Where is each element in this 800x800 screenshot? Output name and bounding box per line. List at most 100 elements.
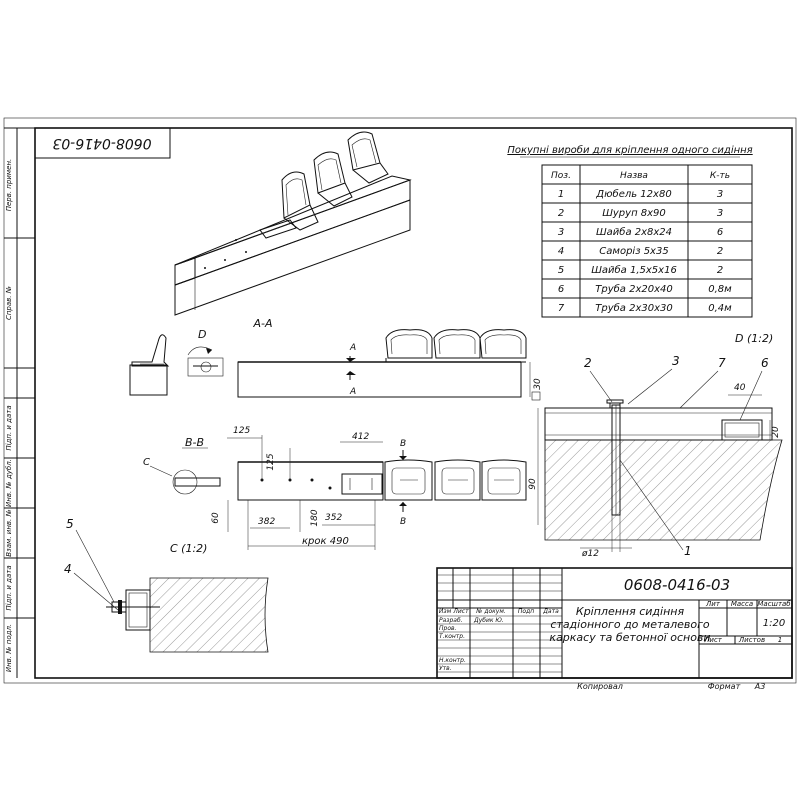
strip-vzam-inv: Взам. инв. № (5, 509, 13, 557)
cut-b-bottom: В (400, 517, 406, 527)
table-cell: 2 (717, 265, 723, 276)
table-cell: Дюбель 12x80 (595, 188, 671, 200)
isometric-view (174, 131, 412, 316)
table-header-cell: Поз. (551, 171, 571, 181)
table-cell: 0,4м (708, 303, 732, 314)
callout-3: 3 (672, 354, 680, 368)
table-cell: 6 (558, 284, 564, 295)
tb-nkontr: Н.контр. (439, 657, 466, 664)
table-cell: 4 (558, 246, 564, 257)
callout-4: 4 (64, 562, 72, 576)
strip-inv-podl: Инв. № подл. (5, 624, 13, 672)
table-cell: 0,8м (708, 284, 732, 295)
table-cell: 3 (717, 189, 723, 200)
tb-scale: 1:20 (763, 618, 785, 629)
dim-90: 90 (528, 478, 538, 490)
callout-1: 1 (684, 544, 692, 558)
strip-sprav-no: Справ. № (5, 286, 13, 320)
tb-name-2: стадіонного до металевого (550, 618, 710, 631)
table-cell: 3 (558, 227, 564, 238)
iso-seat-2 (313, 151, 353, 207)
dim-60: 60 (211, 512, 221, 524)
table-cell: 3 (717, 208, 723, 219)
side-seat (129, 334, 170, 396)
tb-format: Формат (708, 682, 741, 691)
tb-format-value: А3 (754, 682, 766, 691)
dim-krok: крок 490 (302, 536, 349, 547)
detail-d-view: D (1:2) 90 40 20 ø12 2 3 7 6 1 (528, 332, 783, 559)
dim-40: 40 (734, 383, 746, 393)
dim-125b: 125 (266, 453, 276, 470)
tb-prov: Пров. (439, 625, 457, 632)
dim-20: 20 (771, 426, 781, 438)
table-cell: 6 (717, 227, 723, 238)
tb-doc-no: № докум. (475, 608, 506, 615)
tb-tkontr: Т.контр. (439, 633, 465, 640)
plan-seat-3 (481, 459, 527, 501)
tb-podp: Подп (518, 608, 534, 615)
dim-125a: 125 (233, 426, 250, 436)
table-cell: 1 (558, 189, 564, 200)
dim-30: 30 (533, 378, 543, 390)
strip-podp-data-1: Підп. и дата (5, 405, 13, 450)
tb-list: Лист (703, 636, 723, 644)
table-cell: 7 (558, 303, 565, 314)
tb-code: 0608-0416-03 (624, 576, 730, 594)
strip-podp-data-2: Підп. и дата (5, 565, 13, 610)
tb-razrab: Разраб. (439, 617, 463, 624)
dim-180: 180 (310, 509, 320, 526)
dim-412: 412 (352, 432, 369, 442)
cut-a-bottom: А (349, 387, 356, 397)
tb-list-col: Лист (452, 608, 469, 615)
table-cell: 2 (558, 208, 564, 219)
table-header-cell: К-ть (710, 171, 730, 181)
callout-2: 2 (584, 356, 592, 370)
tb-name-3: каркасу та бетонної основи (549, 631, 710, 644)
callout-6: 6 (761, 356, 769, 370)
table-header-cell: Назва (620, 171, 648, 181)
view-c-label: С (1:2) (170, 542, 207, 555)
inner-frame (34, 127, 793, 679)
dim-12: ø12 (581, 549, 599, 559)
title-block: 0608-0416-03 Кріплення сидіння стадіонно… (436, 567, 793, 691)
tb-razrab-name: Дубик Ю. (473, 617, 504, 624)
cut-a-top: А (349, 343, 356, 353)
table-cell: Шайба 2x8x24 (596, 226, 672, 238)
strip-perv-primen: Перв. примен. (5, 159, 13, 212)
tb-utv: Утв. (439, 665, 452, 672)
parts-table: Покупні вироби для кріплення одного сиді… (507, 144, 753, 318)
outer-frame (3, 117, 797, 684)
front-seat-3 (479, 329, 527, 363)
iso-seat-1 (281, 171, 319, 231)
rotated-code-box: 0608-0416-03 (34, 127, 171, 159)
cut-b-top: В (400, 439, 406, 449)
strip-inv-dubl: Инв. № дубл. (5, 459, 13, 507)
dim-382: 382 (258, 517, 275, 527)
table-cell: Шуруп 8x90 (602, 208, 666, 219)
section-bb-view: В-В С В В (143, 426, 527, 550)
callout-7: 7 (718, 356, 726, 370)
parts-table-title: Покупні вироби для кріплення одного сиді… (507, 144, 752, 156)
view-d-label: D (1:2) (735, 332, 773, 345)
front-seat-2 (433, 329, 481, 363)
table-cell: Труба 2x20x40 (595, 283, 673, 295)
plan-seat-2 (434, 459, 481, 501)
section-bb-label: В-В (185, 436, 204, 449)
plan-seat-1 (384, 459, 433, 501)
rotated-code: 0608-0416-03 (52, 135, 151, 151)
tb-kopiroval: Копировал (577, 682, 623, 691)
table-cell: Труба 2x30x30 (595, 302, 673, 314)
tb-masshtab: Масштаб (757, 600, 791, 608)
table-cell: 5 (558, 265, 564, 276)
detail-c-view: С (1:2) 5 4 (64, 517, 269, 653)
iso-seat-3 (347, 131, 389, 184)
c-view-letter: С (143, 457, 150, 468)
d-view-letter: D (198, 328, 206, 341)
tb-lit: Лит (705, 600, 721, 608)
front-seat-1 (385, 329, 433, 363)
left-strip: Перв. примен. Справ. № Підп. и дата Инв.… (4, 127, 35, 678)
dim-352: 352 (325, 513, 342, 523)
table-cell: Саморіз 5x35 (599, 245, 668, 257)
tb-listov: Листов (738, 636, 765, 644)
